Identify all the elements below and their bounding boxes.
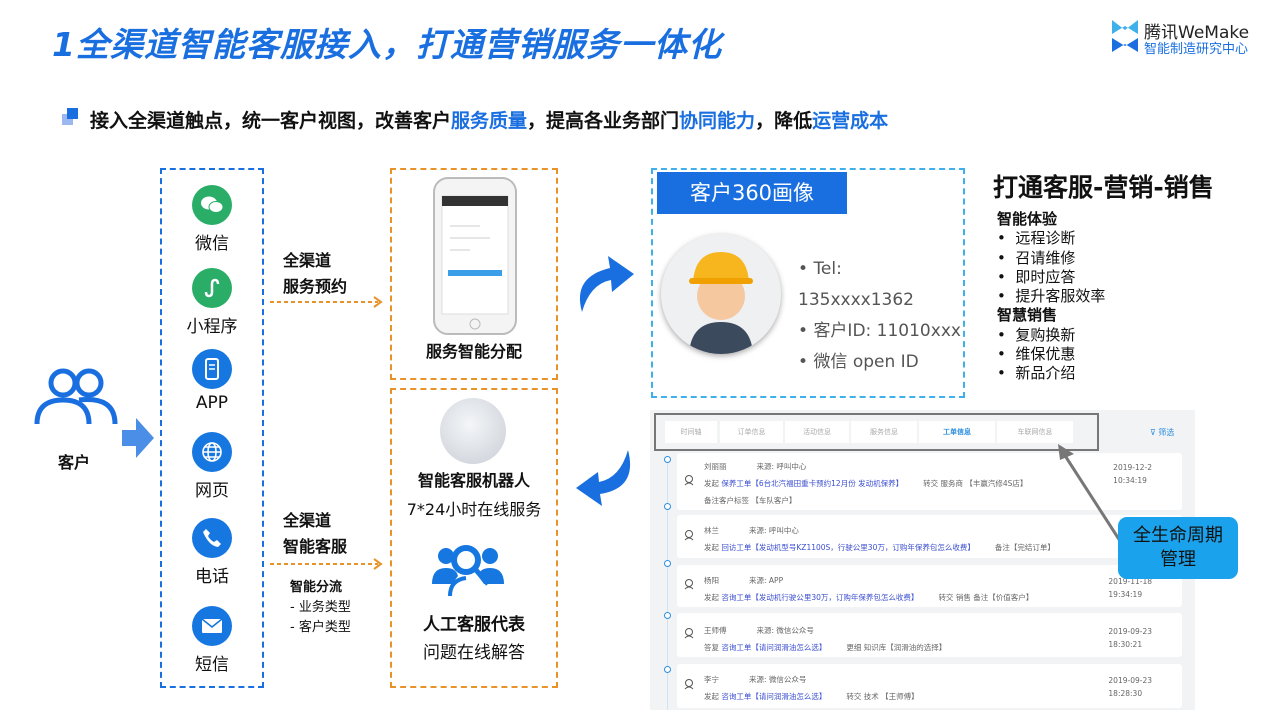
ticket-source: 来源: 微信公众号 [749,675,807,684]
ticket-customer: 李宁 [704,675,719,684]
ticket-source: 来源: 呼叫中心 [756,462,807,471]
lifecycle-callout: 全生命周期管理 [1118,517,1238,579]
wemake-logo-icon [1112,20,1138,52]
agent-desc: 问题在线解答 [423,643,525,663]
ticket-row[interactable]: 王师傅来源: 微信公众号 答复 咨询工单【请问润滑油怎么选】更细 知识库【润滑油… [677,613,1182,657]
robot-avatar [440,398,506,464]
robot-title: 智能客服机器人 [417,471,530,490]
ticket-customer: 林兰 [704,526,719,535]
channel-wechat[interactable]: 微信 [162,185,262,254]
tab-tickets[interactable]: 工单信息 [919,421,995,443]
ticket-row[interactable]: 杨阳来源: APP 发起 咨询工单【发动机行驶公里30万，订购年保养包怎么收费】… [677,565,1182,607]
ticket-note: 备注客户标签 【车队客户】 [704,496,797,505]
subtitle: 接入全渠道触点，统一客户视图，改善客户服务质量，提高各业务部门协同能力，降低运营… [90,110,889,132]
agent-title: 人工客服代表 [423,615,525,635]
customer-profile-box: 客户360画像 • Tel: 135xxxx1362• 客户ID: 11010x… [651,168,965,398]
ticket-date: 2019-09-23 [1108,627,1152,636]
tab-timeline[interactable]: 时间轴 [665,421,717,443]
flow-appointment-label: 全渠道服务预约 [283,251,348,296]
channel-phone[interactable]: 电话 [162,518,262,587]
ticket-row[interactable]: 林兰来源: 呼叫中心 发起 回访工单【发动机型号KZ1100S，行驶公里30万，… [677,515,1182,558]
timeline-line [667,456,668,710]
dashed-arrow-icon [270,558,383,570]
dispatch-box: 服务智能分配 [390,168,558,380]
ticket-row[interactable]: 李宁来源: 微信公众号 发起 咨询工单【请问润滑油怎么选】转交 技术 【王师傅】… [677,664,1182,708]
filter-icon: ⊽ [1150,428,1156,437]
agent-headset-icon [684,529,694,540]
benefits-list: 智能体验 • 远程诊断 • 召请维修 • 即时应答 • 提升客服效率 智慧销售 … [997,210,1106,383]
ticket-source: 来源: 呼叫中心 [749,526,799,535]
ticket-source: 来源: 微信公众号 [756,626,814,635]
agent-headset-icon [684,679,694,690]
ticket-link[interactable]: 咨询工单【发动机行驶公里30万，订购年保养包怎么收费】 [721,593,919,602]
ticket-date: 2019-09-23 [1108,676,1152,685]
ticket-link[interactable]: 咨询工单【请问润滑油怎么选】 [721,692,827,701]
timeline-dot [664,503,671,510]
mini-program-icon [192,268,232,308]
channel-app[interactable]: APP [162,349,262,413]
filter-button[interactable]: ⊽ 筛选 [1150,428,1175,437]
channel-mini-program[interactable]: 小程序 [162,268,262,337]
agent-headset-icon [684,628,694,639]
curved-arrow-icon [579,256,634,312]
channels-box: 微信 小程序 APP 网页 电话 短信 [160,168,264,688]
users-icon [34,368,118,425]
service-box: 智能客服机器人 7*24小时在线服务 人工客服代表 问题在线解答 [390,388,558,688]
arrow-right-icon [122,418,154,458]
profile-header: 客户360画像 [657,172,847,214]
timeline-dot [664,666,671,673]
agent-headset-icon [684,474,694,485]
dashed-arrow-icon [270,296,383,308]
tab-iov[interactable]: 车联网信息 [997,421,1073,443]
tab-orders[interactable]: 订单信息 [720,421,783,443]
app-icon [192,349,232,389]
ticket-row[interactable]: 刘丽丽来源: 呼叫中心 发起 保养工单【6台北汽福田重卡预约12月份 发动机保养… [677,453,1182,510]
timeline-dot [664,456,671,463]
ticket-time: 19:34:19 [1108,590,1143,599]
agent-headset-icon [684,579,694,590]
ticket-link[interactable]: 咨询工单【请问润滑油怎么选】 [721,643,827,652]
channel-web[interactable]: 网页 [162,432,262,501]
logo: 腾讯WeMake 智能制造研究中心 [1110,18,1260,58]
channel-sms[interactable]: 短信 [162,606,262,675]
ticket-time: 18:28:30 [1108,689,1143,698]
customer-label: 客户 [58,453,91,472]
ticket-source: 来源: APP [749,576,784,585]
dispatch-label: 服务智能分配 [425,342,522,361]
ticket-customer: 刘丽丽 [704,462,727,471]
curved-arrow-icon [576,450,631,506]
phone-icon [192,518,232,558]
ticket-date: 2019-12-2 [1113,463,1152,472]
flow-service-label: 全渠道智能客服 [283,511,348,556]
ticket-customer: 杨阳 [704,576,719,585]
profile-details: • Tel: 135xxxx1362• 客户ID: 11010xxx• 微信 o… [798,259,961,372]
wechat-icon [192,185,232,225]
ticket-time: 10:34:19 [1113,476,1147,485]
mail-icon [192,606,232,646]
tabs-outline [654,413,1099,451]
robot-desc: 7*24小时在线服务 [406,500,542,519]
ticket-date: 2019-11-18 [1108,577,1152,586]
bullet-square-icon [62,108,78,125]
ticket-time: 18:30:21 [1108,640,1143,649]
ticket-link[interactable]: 回访工单【发动机型号KZ1100S，行驶公里30万，订购年保养包怎么收费】 [721,543,975,552]
tab-activities[interactable]: 活动信息 [785,421,849,443]
tab-services[interactable]: 服务信息 [851,421,917,443]
phone-mockup-icon [433,177,517,335]
ticket-link[interactable]: 保养工单【6台北汽福田重卡预约12月份 发动机保养】 [721,479,904,488]
pointer-arrow-icon [1058,444,1124,545]
timeline-dot [664,612,671,619]
agents-icon [432,545,504,597]
page-title: 1全渠道智能客服接入，打通营销服务一体化 [52,25,722,64]
right-title: 打通客服-营销-销售 [993,173,1214,202]
timeline-dot [664,560,671,567]
globe-icon [192,432,232,472]
customer-avatar [661,234,781,354]
ticket-panel: 时间轴 订单信息 活动信息 服务信息 工单信息 车联网信息 ⊽ 筛选 刘丽丽来源… [650,410,1195,710]
ticket-customer: 王师傅 [704,626,727,635]
routing-info: 智能分流- 业务类型- 客户类型 [290,580,351,635]
